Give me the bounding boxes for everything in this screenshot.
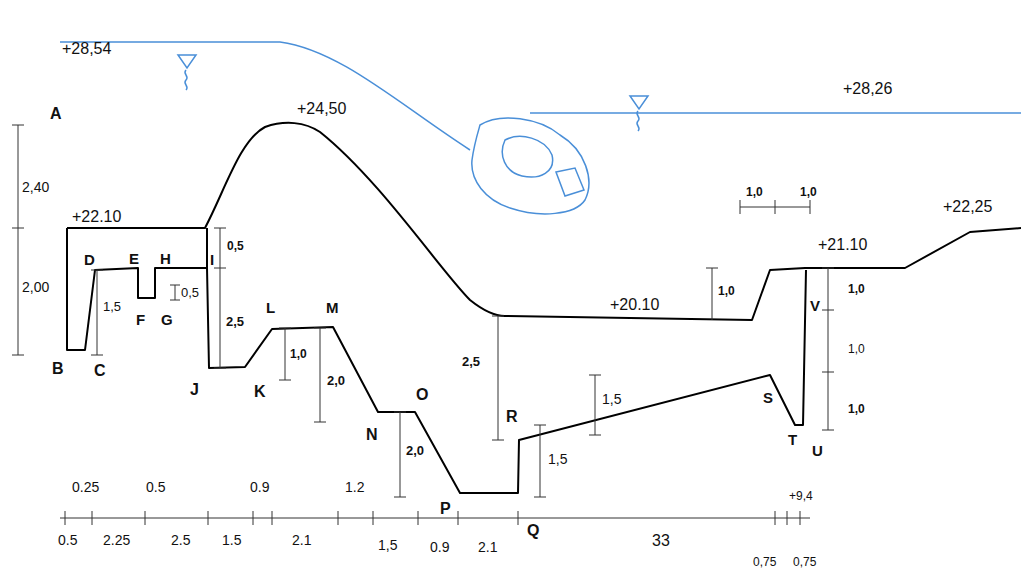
point-letter: F [136,312,145,329]
dimension-label: 0,5 [181,286,199,300]
dimension-label: 1,0 [848,283,865,296]
point-letter: Q [527,522,539,540]
dimension-label: 2.5 [171,533,190,548]
dimension-label: 1,0 [718,285,735,298]
point-letter: D [84,252,95,269]
dimension-label: +20.10 [610,296,659,314]
point-letter: G [161,312,173,329]
dimension-label: +9,4 [789,490,813,503]
point-letter: M [326,300,339,317]
dimension-label: 2,40 [22,180,49,195]
point-letter: C [94,362,106,380]
point-letter: H [160,251,171,268]
dimension-label: 1,5 [548,452,567,467]
dimension-label: 33 [652,532,670,550]
dimension-label: +24,50 [297,100,346,118]
dimension-label: +28,26 [843,80,892,98]
dimension-label: 0.25 [72,480,99,495]
dimension-label: 1.5 [222,533,241,548]
dimension-label: 0.5 [58,533,77,548]
dimension-label: +21.10 [818,236,867,254]
point-letter: V [810,298,820,315]
dimension-label: 1,0 [848,403,865,416]
dimension-label: 0,5 [227,240,244,253]
dimension-label: 0.5 [146,480,165,495]
dimension-label: 0,75 [753,556,776,569]
point-letter: O [416,386,428,404]
dimension-label: 2,5 [462,355,480,369]
dimension-lines [12,125,834,525]
point-letter: T [788,432,797,449]
dimension-label: 2.1 [478,540,497,555]
dimension-label: 2,0 [327,374,345,388]
point-letter: N [366,426,378,444]
dimension-label: 1,5 [103,300,121,314]
point-letter: A [50,105,62,123]
dimension-label: 1,0 [848,343,865,356]
dimension-label: +28,54 [62,40,111,58]
point-letter: P [440,500,451,518]
point-letter: L [266,300,275,317]
dimension-label: 1,5 [378,538,397,553]
dimension-label: 1,0 [746,186,763,199]
dimension-label: 0.9 [250,480,269,495]
structure-profile [67,123,1021,493]
point-letter: I [210,252,214,269]
point-letter: S [763,390,773,407]
point-letter: B [52,360,64,378]
dimension-label: 2.25 [103,533,130,548]
dimension-label: 1.2 [345,480,364,495]
dimension-label: 2,0 [406,444,424,458]
dimension-label: 2.1 [292,533,311,548]
point-letter: K [254,383,266,401]
dimension-label: 1,0 [290,348,307,361]
dimension-label: +22,25 [943,198,992,216]
point-letter: E [129,251,139,268]
dimension-label: 1,5 [602,392,621,407]
point-letter: J [190,381,199,399]
dimension-label: 0,75 [793,556,816,569]
point-letter: U [812,443,823,460]
dimension-label: 1,0 [800,186,817,199]
dimension-label: 0.9 [430,540,449,555]
dimension-label: +22.10 [72,208,121,226]
water-surface [60,42,1021,214]
point-letter: R [506,408,518,426]
dimension-label: 2,5 [226,315,244,329]
dimension-label: 2,00 [22,280,49,295]
